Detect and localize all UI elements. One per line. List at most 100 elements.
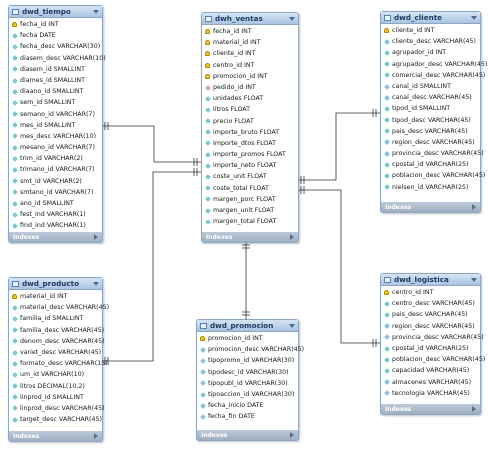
expand-arrow-icon[interactable]: [472, 406, 476, 412]
column-row[interactable]: fecha_fin DATE: [197, 411, 298, 422]
collapse-arrow-icon[interactable]: [93, 281, 99, 286]
column-row[interactable]: um_id VARCHAR(10): [9, 369, 102, 380]
table-header[interactable]: dwd_promocion: [197, 320, 298, 332]
column-row[interactable]: trimano_id VARCHAR(7): [9, 164, 102, 175]
column-row[interactable]: almacenes VARCHAR(45): [381, 377, 480, 388]
column-row[interactable]: agrupador_desc VARCHAR(45): [381, 59, 488, 70]
column-row[interactable]: sem_id SMALLINT: [9, 97, 102, 108]
column-row[interactable]: fecha_id INT: [9, 19, 102, 30]
indexes-bar[interactable]: Indexes: [197, 430, 298, 440]
expand-arrow-icon[interactable]: [94, 433, 98, 439]
column-row[interactable]: litros DECIMAL(10,2): [9, 381, 102, 392]
column-row[interactable]: margen_porc FLOAT: [202, 194, 298, 205]
column-row[interactable]: precio FLOAT: [202, 116, 298, 127]
expand-arrow-icon[interactable]: [290, 432, 294, 438]
column-row[interactable]: importe_neto FLOAT: [202, 160, 298, 171]
column-row[interactable]: tipod_id SMALLINT: [381, 103, 480, 114]
table-header[interactable]: dwd_logistica: [381, 274, 480, 286]
column-row[interactable]: cliente_desc VARCHAR(45): [381, 36, 480, 47]
expand-arrow-icon[interactable]: [94, 234, 98, 240]
column-row[interactable]: centro_desc VARCHAR(45): [381, 298, 480, 309]
column-row[interactable]: fecha_inicio DATE: [197, 400, 298, 411]
column-row[interactable]: smtano_id VARCHAR(7): [9, 187, 102, 198]
column-row[interactable]: material_desc VARCHAR(45): [9, 302, 109, 313]
column-row[interactable]: centro_id INT: [381, 287, 480, 298]
column-row[interactable]: fecha_desc VARCHAR(30): [9, 41, 102, 52]
column-row[interactable]: pais_desc VARCHAR(45): [381, 126, 480, 137]
column-row[interactable]: linprod_desc VARCHAR(45): [9, 403, 105, 414]
column-row[interactable]: find_ind VARCHAR(1): [9, 220, 102, 231]
column-row[interactable]: formato_desc VARCHAR(15): [9, 358, 108, 369]
indexes-bar[interactable]: Indexes: [381, 404, 480, 414]
column-row[interactable]: denom_desc VARCHAR(45): [9, 336, 105, 347]
expand-arrow-icon[interactable]: [290, 234, 294, 240]
column-row[interactable]: familia_id SMALLINT: [9, 313, 102, 324]
column-row[interactable]: canal_desc VARCHAR(45): [381, 92, 480, 103]
collapse-arrow-icon[interactable]: [93, 9, 99, 14]
column-row[interactable]: provincia_desc VARCHAR(45): [381, 332, 484, 343]
column-row[interactable]: mesano_id VARCHAR(7): [9, 142, 102, 153]
column-row[interactable]: fest_ind VARCHAR(1): [9, 209, 102, 220]
column-row[interactable]: semano_id VARCHAR(7): [9, 109, 102, 120]
column-row[interactable]: cpostal_id VARCHAR(25): [381, 159, 480, 170]
column-row[interactable]: fecha DATE: [9, 30, 102, 41]
column-row[interactable]: importe_bruto FLOAT: [202, 127, 298, 138]
column-row[interactable]: promocion_desc VARCHAR(45): [197, 344, 304, 355]
column-row[interactable]: coste_total FLOAT: [202, 183, 298, 194]
column-row[interactable]: promocion_id INT: [202, 71, 298, 82]
column-row[interactable]: diasem_id SMALLINT: [9, 64, 102, 75]
table-header[interactable]: dwd_tiempo: [9, 6, 102, 18]
collapse-arrow-icon[interactable]: [289, 16, 295, 21]
table-header[interactable]: dwd_cliente: [381, 12, 480, 24]
column-row[interactable]: tipopromo_id VARCHAR(30): [197, 355, 298, 366]
column-row[interactable]: pais_desc VARCHAR(45): [381, 309, 480, 320]
column-row[interactable]: tipopubl_id VARCHAR(30): [197, 378, 298, 389]
column-row[interactable]: ano_id SMALLINT: [9, 198, 102, 209]
column-row[interactable]: mes_desc VARCHAR(10): [9, 131, 102, 142]
column-row[interactable]: centro_id INT: [202, 60, 298, 71]
column-row[interactable]: smt_id VARCHAR(2): [9, 176, 102, 187]
column-row[interactable]: region_desc VARCHAR(45): [381, 321, 480, 332]
column-row[interactable]: litros FLOAT: [202, 104, 298, 115]
table-header[interactable]: dwd_producto: [9, 278, 102, 290]
column-row[interactable]: pedido_id INT: [202, 82, 298, 93]
column-row[interactable]: poblacion_desc VARCHAR(45): [381, 354, 485, 365]
column-row[interactable]: tipoaccion_id VARCHAR(30): [197, 389, 298, 400]
column-row[interactable]: provincia_desc VARCHAR(45): [381, 148, 484, 159]
column-row[interactable]: coste_unit FLOAT: [202, 171, 298, 182]
column-row[interactable]: canal_id SMALLINT: [381, 81, 480, 92]
column-row[interactable]: linprod_id SMALLINT: [9, 392, 102, 403]
indexes-bar[interactable]: Indexes: [381, 202, 480, 212]
column-row[interactable]: diaano_id SMALLINT: [9, 86, 102, 97]
column-row[interactable]: trim_id VARCHAR(2): [9, 153, 102, 164]
column-row[interactable]: nielsen_id VARCHAR(25): [381, 182, 480, 193]
column-row[interactable]: Importe_dtos FLOAT: [202, 138, 298, 149]
column-row[interactable]: promocion_id INT: [197, 333, 298, 344]
column-row[interactable]: comercial_desc VARCHAR(45): [381, 70, 485, 81]
column-row[interactable]: familia_desc VARCHAR(45): [9, 325, 104, 336]
column-row[interactable]: margen_total FLOAT: [202, 216, 298, 227]
column-row[interactable]: tipod_desc VARCHAR(45): [381, 115, 480, 126]
column-row[interactable]: mes_id SMALLINT: [9, 120, 102, 131]
column-row[interactable]: poblacion_desc VARCHAR(45): [381, 170, 485, 181]
table-header[interactable]: dwh_ventas: [202, 13, 298, 25]
column-row[interactable]: margen_unit FLOAT: [202, 205, 298, 216]
column-row[interactable]: capacidad VARCHAR(45): [381, 365, 480, 376]
indexes-bar[interactable]: Indexes: [9, 431, 102, 441]
collapse-arrow-icon[interactable]: [289, 323, 295, 328]
column-row[interactable]: target_desc VARCHAR(45): [9, 414, 102, 425]
column-row[interactable]: agrupador_id INT: [381, 47, 480, 58]
column-row[interactable]: importe_promos FLOAT: [202, 149, 298, 160]
column-row[interactable]: unidades FLOAT: [202, 93, 298, 104]
column-row[interactable]: diasem_desc VARCHAR(10): [9, 53, 106, 64]
column-row[interactable]: material_id INT: [9, 291, 102, 302]
indexes-bar[interactable]: Indexes: [202, 232, 298, 242]
collapse-arrow-icon[interactable]: [471, 15, 477, 20]
column-row[interactable]: tipodesc_id VARCHAR(30): [197, 367, 298, 378]
column-row[interactable]: tecnologia VARCHAR(45): [381, 388, 480, 399]
